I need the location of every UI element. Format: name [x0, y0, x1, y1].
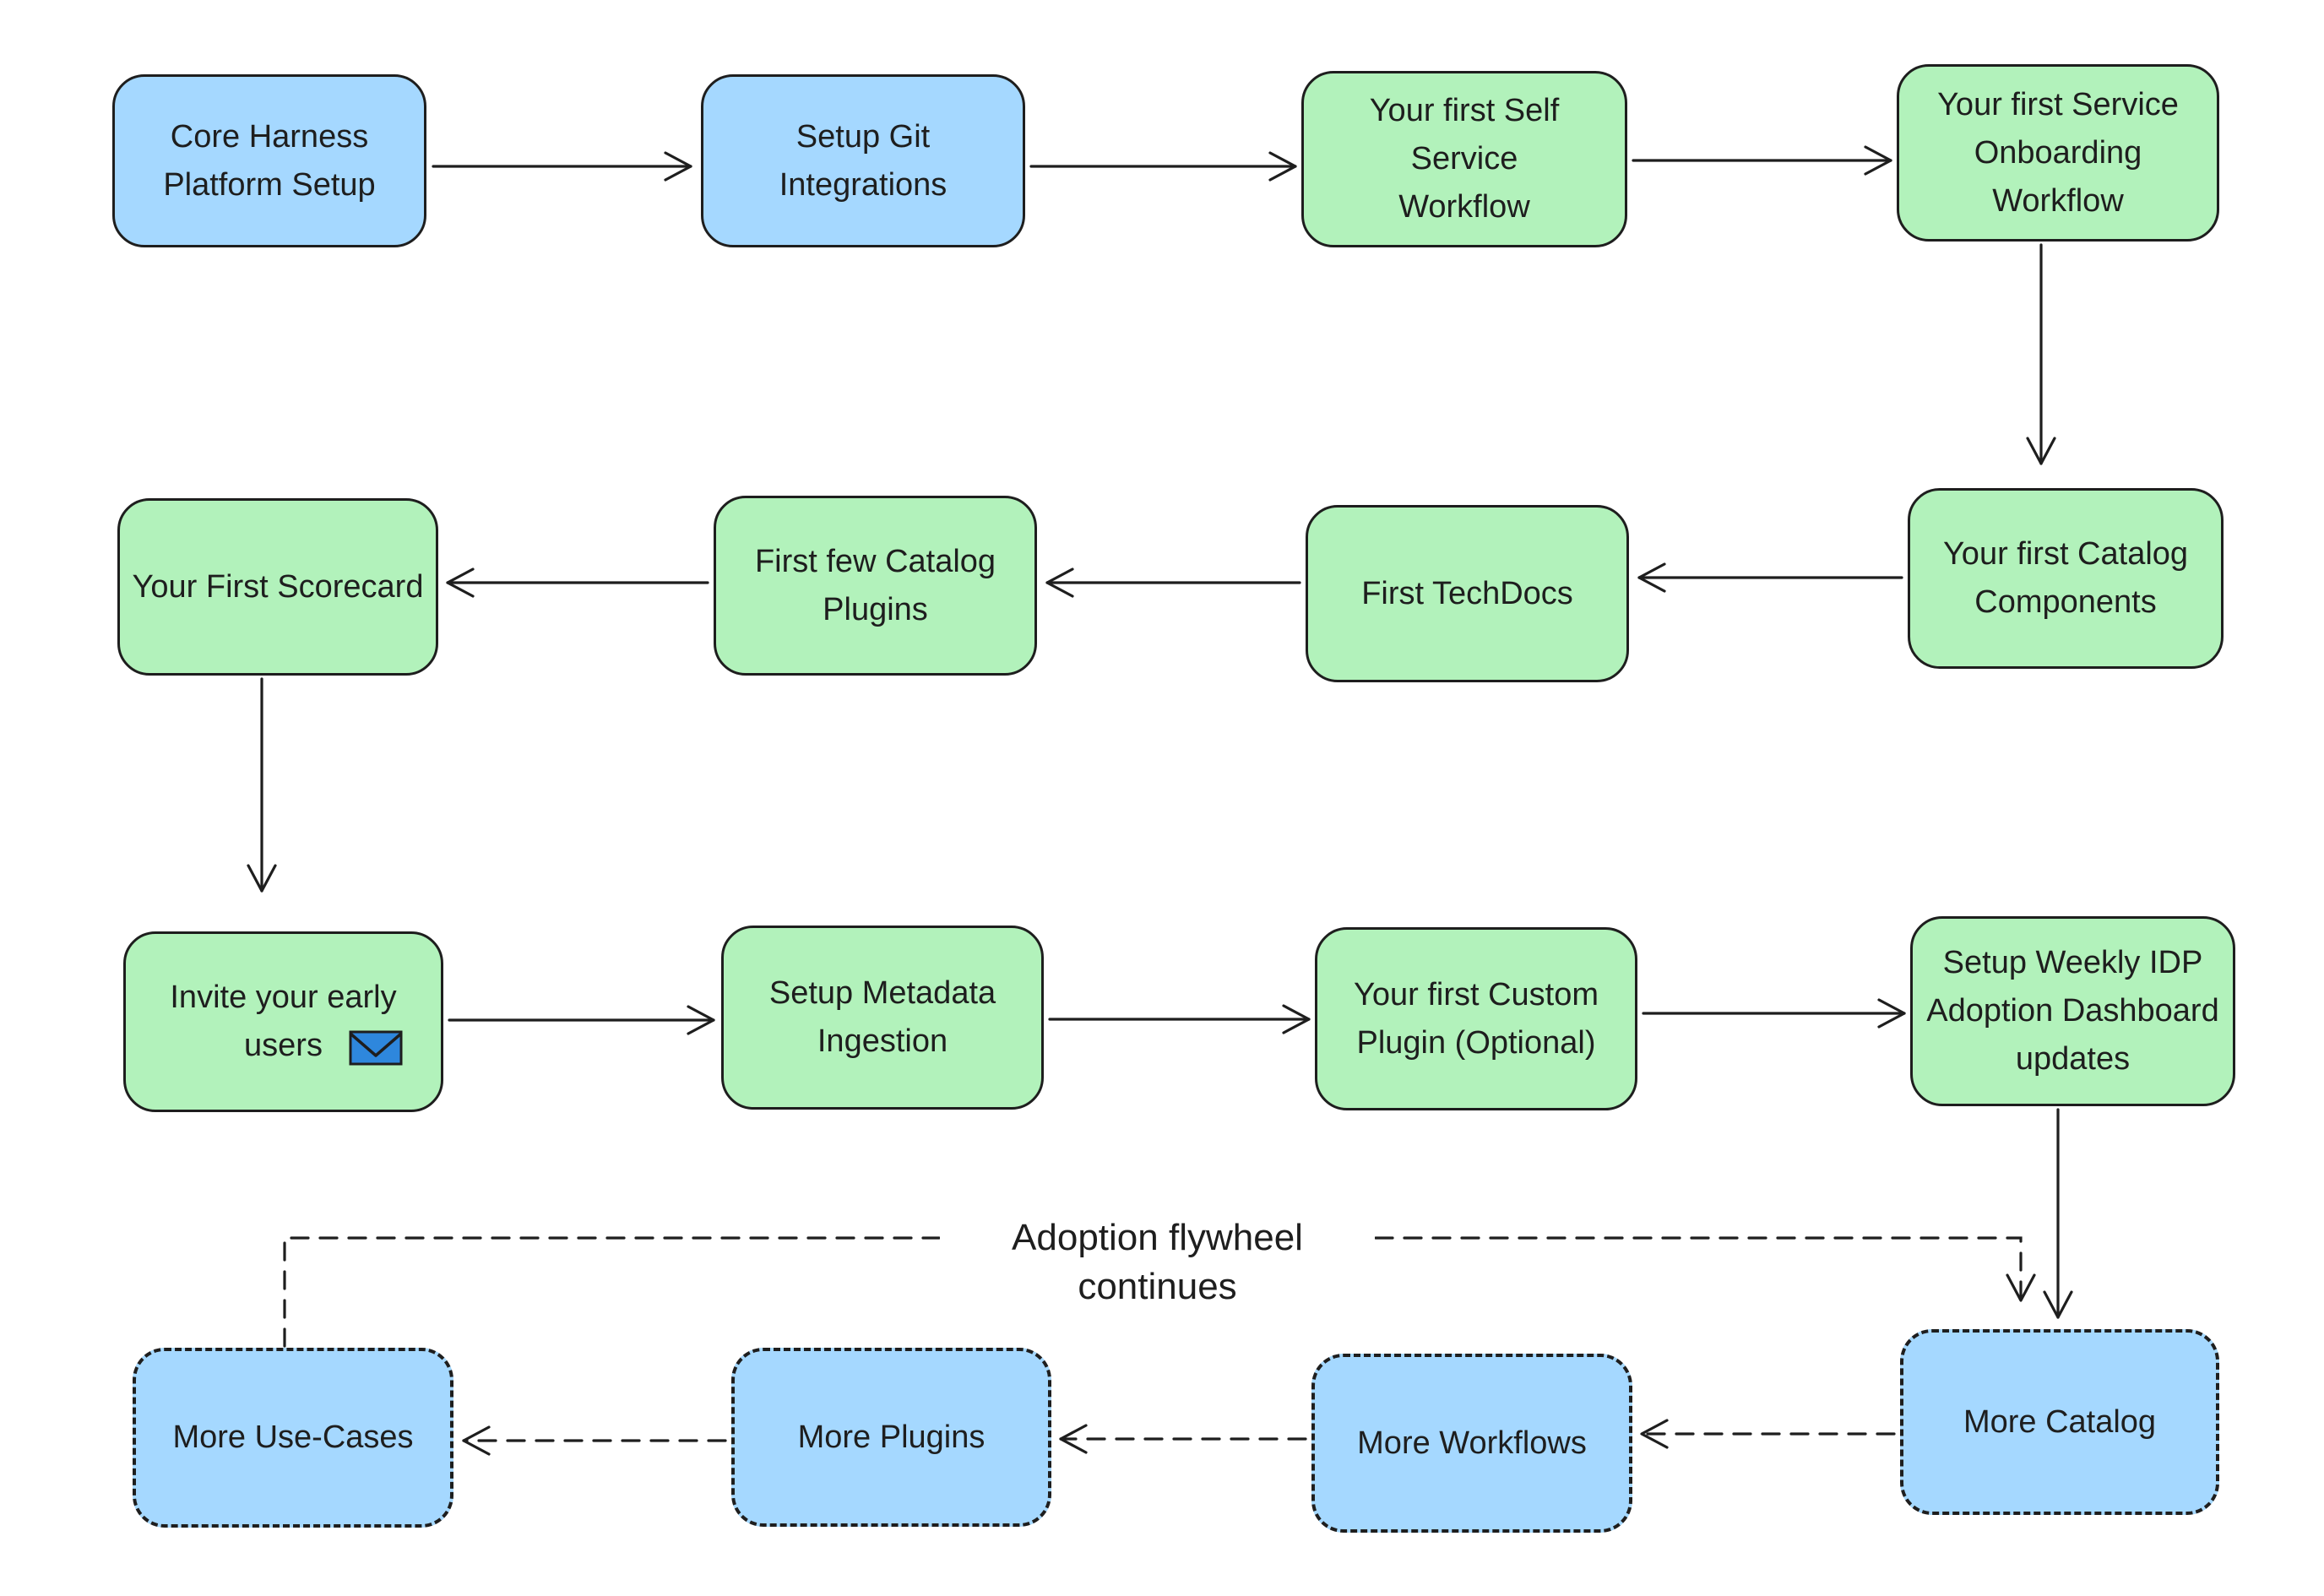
email-icon: [348, 1028, 404, 1067]
node-first-catalog-components: Your first Catalog Components: [1908, 488, 2224, 669]
node-label: Core Harness Platform Setup: [163, 118, 376, 203]
node-weekly-idp-adoption-dashboard: Setup Weekly IDP Adoption Dashboard upda…: [1910, 916, 2235, 1106]
node-first-service-onboarding-workflow: Your first Service Onboarding Workflow: [1897, 64, 2219, 242]
node-setup-metadata-ingestion: Setup Metadata Ingestion: [721, 926, 1044, 1110]
node-more-use-cases: More Use-Cases: [133, 1348, 453, 1528]
node-invite-early-users: Invite your early users: [123, 931, 443, 1112]
node-more-plugins: More Plugins: [731, 1348, 1051, 1527]
edge-flywheel-up-segment: [283, 1236, 941, 1348]
node-first-custom-plugin: Your first Custom Plugin (Optional): [1315, 927, 1637, 1110]
node-label: More Plugins: [797, 1419, 986, 1455]
node-label: Your first Self Service Workflow: [1369, 93, 1560, 225]
node-label: Setup Metadata Ingestion: [768, 975, 996, 1059]
node-label: Setup Weekly IDP Adoption Dashboard upda…: [1926, 945, 2219, 1077]
node-label: More Use-Cases: [172, 1420, 414, 1455]
flywheel-label: Adoption flywheel continues: [940, 1213, 1375, 1307]
node-label: Your First Scorecard: [132, 568, 424, 605]
edge-flywheel-down-segment: [1374, 1236, 2036, 1302]
node-label: Your first Catalog Components: [1942, 536, 2189, 620]
node-first-few-catalog-plugins: First few Catalog Plugins: [714, 496, 1037, 676]
node-label: More Catalog: [1963, 1403, 2157, 1440]
node-label: First TechDocs: [1361, 575, 1573, 611]
node-label: Setup Git Integrations: [779, 118, 948, 203]
node-first-techdocs: First TechDocs: [1306, 505, 1629, 682]
node-label: Your first Service Onboarding Workflow: [1937, 86, 2179, 219]
node-label: More Workflows: [1357, 1425, 1587, 1461]
node-label: First few Catalog Plugins: [754, 543, 996, 627]
node-first-self-service-workflow: Your first Self Service Workflow: [1301, 71, 1627, 247]
node-your-first-scorecard: Your First Scorecard: [117, 498, 438, 676]
node-core-harness-platform-setup: Core Harness Platform Setup: [112, 74, 426, 247]
node-more-workflows: More Workflows: [1311, 1354, 1632, 1533]
node-setup-git-integrations: Setup Git Integrations: [701, 74, 1025, 247]
node-label: Your first Custom Plugin (Optional): [1353, 976, 1599, 1061]
node-more-catalog: More Catalog: [1900, 1329, 2219, 1515]
node-label: Invite your early users: [170, 980, 397, 1063]
